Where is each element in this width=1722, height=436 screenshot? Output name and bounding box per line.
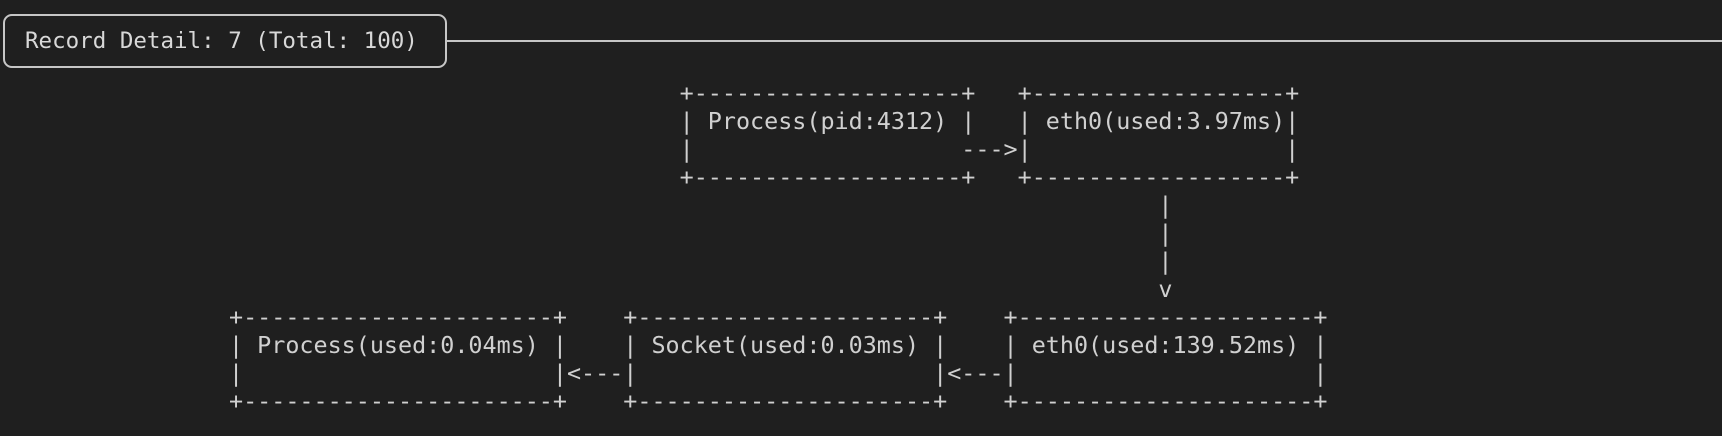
panel-border-line bbox=[445, 40, 1722, 42]
ascii-flow-diagram: +-------------------+ +-----------------… bbox=[229, 79, 1328, 415]
record-detail-tab: Record Detail: 7 (Total: 100) bbox=[3, 14, 447, 68]
record-detail-title: Record Detail: 7 (Total: 100) bbox=[25, 28, 418, 54]
